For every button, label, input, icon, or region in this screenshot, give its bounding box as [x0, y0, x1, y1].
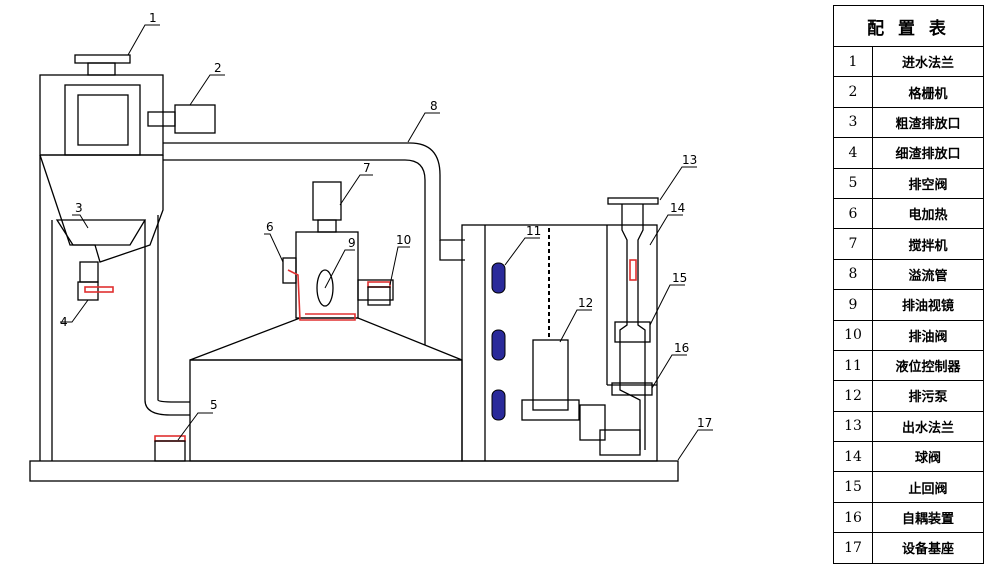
level-float-1 — [491, 262, 506, 294]
overflow-pipe — [163, 142, 465, 241]
item-name: 出水法兰 — [872, 410, 984, 443]
callout-2: 2 — [214, 61, 222, 75]
oil-drain-valve — [367, 281, 391, 288]
item-name: 细渣排放口 — [872, 137, 984, 169]
item-name: 电加热 — [872, 197, 984, 230]
item-number: 12 — [833, 380, 873, 412]
item-number: 6 — [833, 197, 873, 230]
table-title: 配 置 表 — [833, 5, 984, 47]
callout-17: 17 — [697, 416, 712, 430]
callout-10: 10 — [396, 233, 411, 247]
item-name: 粗渣排放口 — [872, 106, 984, 139]
item-name: 设备基座 — [872, 532, 984, 564]
item-name: 排油阀 — [872, 319, 984, 351]
item-name: 排空阀 — [872, 167, 984, 199]
callout-16: 16 — [674, 341, 689, 355]
callout-13: 13 — [682, 153, 697, 167]
item-name: 自耦装置 — [872, 501, 984, 534]
sewage-pump — [532, 339, 569, 411]
item-number: 15 — [833, 471, 873, 503]
coupling-device — [611, 382, 653, 396]
item-number: 2 — [833, 76, 873, 108]
item-number: 1 — [833, 45, 873, 78]
stirrer-motor — [312, 181, 342, 221]
item-number: 17 — [833, 532, 873, 564]
item-name: 止回阀 — [872, 471, 984, 503]
item-name: 搅拌机 — [872, 228, 984, 260]
callout-1: 1 — [149, 11, 157, 25]
level-float-3 — [491, 389, 506, 421]
fine-slag-valve — [84, 286, 114, 293]
level-float-2 — [491, 329, 506, 361]
hopper — [39, 154, 164, 263]
grille-housing — [39, 74, 164, 156]
callout-14: 14 — [670, 201, 685, 215]
callout-5: 5 — [210, 398, 218, 412]
callout-6: 6 — [266, 220, 274, 234]
item-number: 5 — [833, 167, 873, 199]
oil-sight-glass — [316, 269, 334, 307]
item-number: 8 — [833, 258, 873, 291]
electric-heater — [287, 269, 356, 321]
outlet-flange — [607, 197, 659, 205]
item-name: 液位控制器 — [872, 349, 984, 382]
ball-valve — [629, 259, 637, 281]
item-number: 7 — [833, 228, 873, 260]
item-name: 排油视镜 — [872, 289, 984, 321]
check-valve — [614, 321, 651, 343]
oil-separation-tank — [189, 359, 463, 462]
callout-7: 7 — [363, 161, 371, 175]
callout-9: 9 — [348, 236, 356, 250]
item-number: 3 — [833, 106, 873, 139]
callout-12: 12 — [578, 296, 593, 310]
callout-11: 11 — [526, 224, 541, 238]
item-name: 溢流管 — [872, 258, 984, 291]
item-number: 16 — [833, 501, 873, 534]
item-name: 排污泵 — [872, 380, 984, 412]
item-number: 14 — [833, 441, 873, 473]
callout-8: 8 — [430, 99, 438, 113]
callout-4: 4 — [60, 315, 68, 329]
grille-motor — [174, 104, 216, 134]
callout-15: 15 — [672, 271, 687, 285]
item-number: 11 — [833, 349, 873, 382]
inlet-flange — [74, 54, 131, 64]
item-number: 9 — [833, 289, 873, 321]
item-number: 10 — [833, 319, 873, 351]
equipment-base — [29, 460, 679, 482]
pump-chamber — [461, 224, 658, 462]
item-name: 进水法兰 — [872, 45, 984, 78]
callout-3: 3 — [75, 201, 83, 215]
item-name: 球阀 — [872, 441, 984, 473]
item-number: 4 — [833, 137, 873, 169]
item-number: 13 — [833, 410, 873, 443]
grille-screen — [64, 84, 141, 156]
item-name: 格栅机 — [872, 76, 984, 108]
